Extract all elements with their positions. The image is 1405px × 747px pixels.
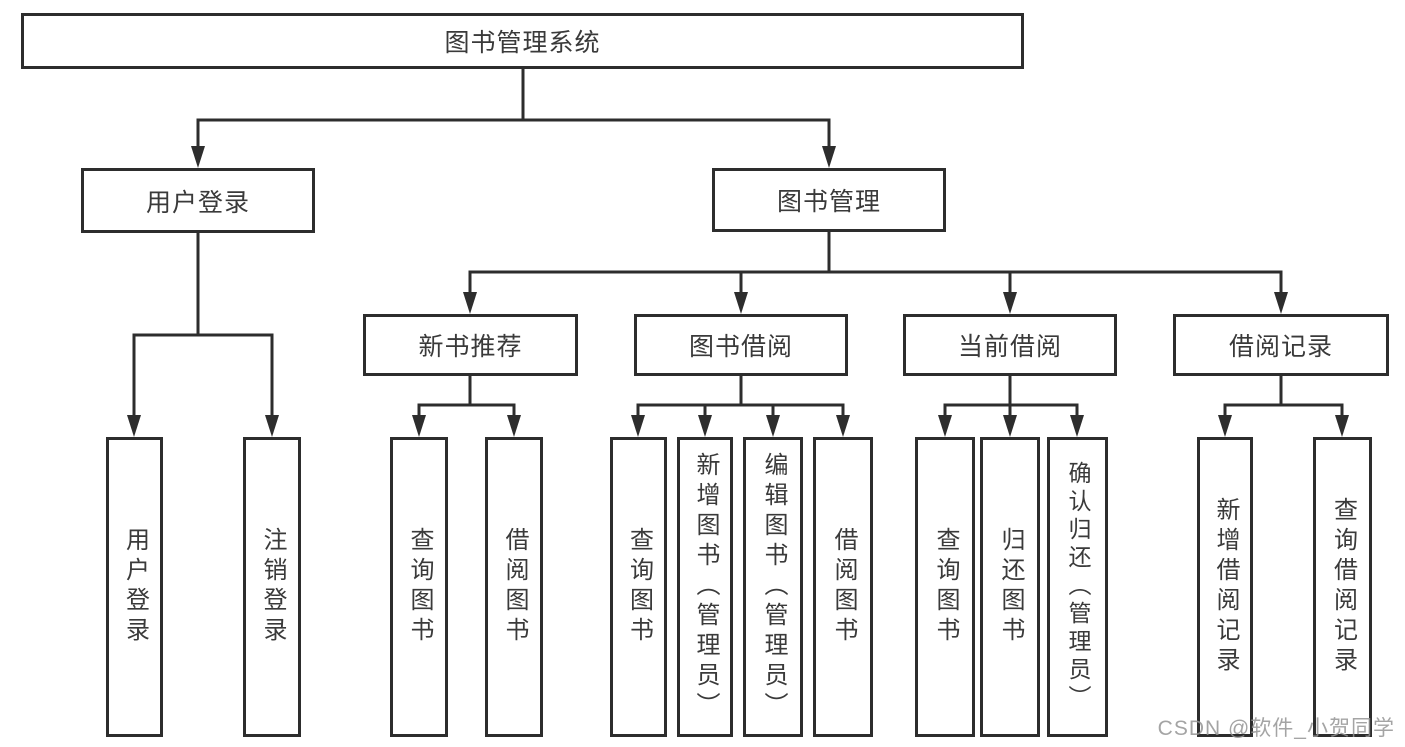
- node-book-mgmt-label: 图书管理: [776, 188, 881, 216]
- leaf-rec-borrow-books-label: 借阅图书: [501, 527, 528, 647]
- arrowhead: [1274, 292, 1288, 314]
- leaf-bb-query-books: 查询图书: [610, 437, 667, 737]
- node-current-borrow: 当前借阅: [903, 314, 1117, 376]
- arrowhead: [1218, 415, 1232, 437]
- node-new-book-rec: 新书推荐: [363, 314, 578, 376]
- edge-book-mgmt-children: [468, 232, 1283, 294]
- node-user-login: 用户登录: [81, 168, 315, 233]
- node-root-label: 图书管理系统: [444, 29, 601, 57]
- arrowhead: [698, 415, 712, 437]
- leaf-rec-borrow-books: 借阅图书: [485, 437, 543, 737]
- leaf-logout: 注销登录: [243, 437, 301, 737]
- leaf-user-login: 用户登录: [106, 437, 163, 737]
- csdn-watermark: CSDN @软件_小贺同学: [1157, 717, 1395, 740]
- leaf-cb-query-books-label: 查询图书: [932, 527, 959, 647]
- leaf-rec-query-books: 查询图书: [390, 437, 448, 737]
- arrowhead: [412, 415, 426, 437]
- node-root: 图书管理系统: [21, 13, 1024, 69]
- node-borrow-records-label: 借阅记录: [1228, 333, 1333, 361]
- arrowhead: [938, 415, 952, 437]
- edge-book-borrow-children: [636, 376, 845, 417]
- arrowhead: [1003, 415, 1017, 437]
- arrowhead: [127, 415, 141, 437]
- leaf-cb-confirm-return-admin-label: 确认归还（管理员）: [1065, 461, 1091, 713]
- arrowhead: [734, 292, 748, 314]
- leaf-bb-add-books-admin-label: 新增图书（管理员）: [692, 452, 719, 722]
- node-book-borrow-label: 图书借阅: [688, 333, 793, 361]
- node-user-login-label: 用户登录: [145, 188, 250, 217]
- arrowhead: [463, 292, 477, 314]
- node-book-mgmt: 图书管理: [712, 168, 946, 232]
- edge-current-borrow-children: [943, 376, 1079, 417]
- arrowhead: [1335, 415, 1349, 437]
- leaf-cb-confirm-return-admin: 确认归还（管理员）: [1047, 437, 1108, 737]
- arrowhead: [191, 146, 205, 168]
- edge-new-book-rec-children: [417, 376, 516, 417]
- leaf-user-login-label: 用户登录: [121, 527, 149, 647]
- leaf-bb-edit-books-admin-label: 编辑图书（管理员）: [760, 452, 787, 722]
- leaf-rec-query-books-label: 查询图书: [406, 527, 433, 647]
- node-current-borrow-label: 当前借阅: [957, 333, 1062, 361]
- leaf-cb-query-books: 查询图书: [915, 437, 975, 737]
- leaf-br-query-record-label: 查询借阅记录: [1329, 497, 1357, 677]
- leaf-br-query-record: 查询借阅记录: [1313, 437, 1372, 737]
- leaf-bb-borrow-books: 借阅图书: [813, 437, 873, 737]
- edge-borrow-records-children: [1223, 376, 1344, 417]
- arrowhead: [265, 415, 279, 437]
- leaf-cb-return-books-label: 归还图书: [997, 527, 1024, 647]
- arrowhead: [766, 415, 780, 437]
- edge-user-login-children: [132, 233, 274, 417]
- leaf-bb-query-books-label: 查询图书: [625, 527, 653, 647]
- leaf-bb-add-books-admin: 新增图书（管理员）: [677, 437, 733, 737]
- leaf-logout-label: 注销登录: [259, 527, 286, 647]
- leaf-br-add-record-label: 新增借阅记录: [1212, 497, 1239, 677]
- arrowhead: [1003, 292, 1017, 314]
- leaf-cb-return-books: 归还图书: [980, 437, 1040, 737]
- arrowhead: [822, 146, 836, 168]
- arrowhead: [836, 415, 850, 437]
- leaf-br-add-record: 新增借阅记录: [1197, 437, 1253, 737]
- arrowhead: [631, 415, 645, 437]
- node-book-borrow: 图书借阅: [634, 314, 848, 376]
- leaf-bb-edit-books-admin: 编辑图书（管理员）: [743, 437, 803, 737]
- node-new-book-rec-label: 新书推荐: [418, 333, 523, 361]
- arrowhead: [507, 415, 521, 437]
- leaf-bb-borrow-books-label: 借阅图书: [830, 527, 857, 647]
- node-borrow-records: 借阅记录: [1173, 314, 1389, 376]
- edge-root-children: [196, 69, 831, 148]
- arrowhead: [1070, 415, 1084, 437]
